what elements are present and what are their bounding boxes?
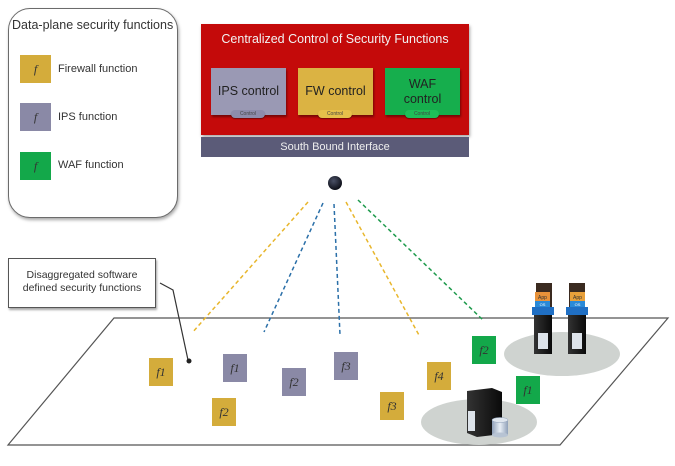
fw-control-box[interactable]: FW control — [298, 68, 373, 115]
control-line-waf — [357, 199, 485, 322]
control-line-ips-1 — [263, 202, 324, 333]
ips-control-pill: Control — [231, 110, 265, 118]
ips-function-tile[interactable]: f3 — [334, 352, 358, 380]
app-server-1 — [532, 283, 554, 354]
app-label-1: App — [538, 295, 547, 301]
control-line-fw-1 — [191, 201, 309, 334]
waf-swatch: f — [20, 152, 51, 180]
waf-control-box[interactable]: WAF control — [385, 68, 460, 115]
callout-leader — [159, 282, 189, 361]
fw-control-label: FW control — [305, 84, 366, 98]
disaggregated-functions-callout: Disaggregated software defined security … — [8, 258, 156, 308]
os-label-1: OS — [540, 302, 546, 307]
function-symbol: f — [33, 109, 38, 124]
fw-control-pill: Control — [318, 110, 352, 118]
waf-control-pill: Control — [405, 110, 439, 118]
waf-function-tile[interactable]: f2 — [472, 336, 496, 364]
os-label-2: OS — [575, 302, 581, 307]
app-label-2: App — [573, 295, 582, 301]
ips-function-tile[interactable]: f1 — [223, 354, 247, 382]
callout-line-1: Disaggregated software — [26, 269, 138, 281]
function-symbol: f — [33, 158, 38, 173]
south-bound-interface: South Bound Interface — [201, 137, 469, 157]
callout-leader-dot — [186, 358, 192, 364]
firewall-swatch: f — [20, 55, 51, 83]
ips-control-box[interactable]: IPS control — [211, 68, 286, 115]
legend-label-waf: WAF function — [58, 159, 124, 171]
firewall-function-tile[interactable]: f2 — [212, 398, 236, 426]
callout-line-2: defined security functions — [22, 282, 142, 294]
controller-node — [328, 176, 342, 190]
ips-control-label: IPS control — [217, 84, 280, 98]
ips-swatch: f — [20, 103, 51, 131]
control-line-fw-2 — [345, 201, 421, 338]
disk-stack-icon — [491, 417, 509, 438]
centralized-control-panel: Centralized Control of Security Function… — [201, 24, 469, 135]
firewall-function-tile[interactable]: f3 — [380, 392, 404, 420]
firewall-function-tile[interactable]: f1 — [149, 358, 173, 386]
waf-function-tile[interactable]: f1 — [516, 376, 540, 404]
waf-control-label: WAF control — [403, 76, 442, 106]
server-platform-ellipse — [504, 332, 620, 376]
ips-function-tile[interactable]: f2 — [282, 368, 306, 396]
legend-label-ips: IPS function — [58, 111, 118, 123]
control-line-ips-2 — [333, 203, 341, 336]
controller-title: Centralized Control of Security Function… — [221, 32, 449, 46]
legend-label-firewall: Firewall function — [58, 63, 138, 75]
control-lines — [191, 199, 485, 338]
function-symbol: f — [33, 61, 38, 76]
legend-title: Data-plane security functions — [12, 18, 174, 32]
app-server-2 — [566, 283, 588, 354]
firewall-function-tile[interactable]: f4 — [427, 362, 451, 390]
